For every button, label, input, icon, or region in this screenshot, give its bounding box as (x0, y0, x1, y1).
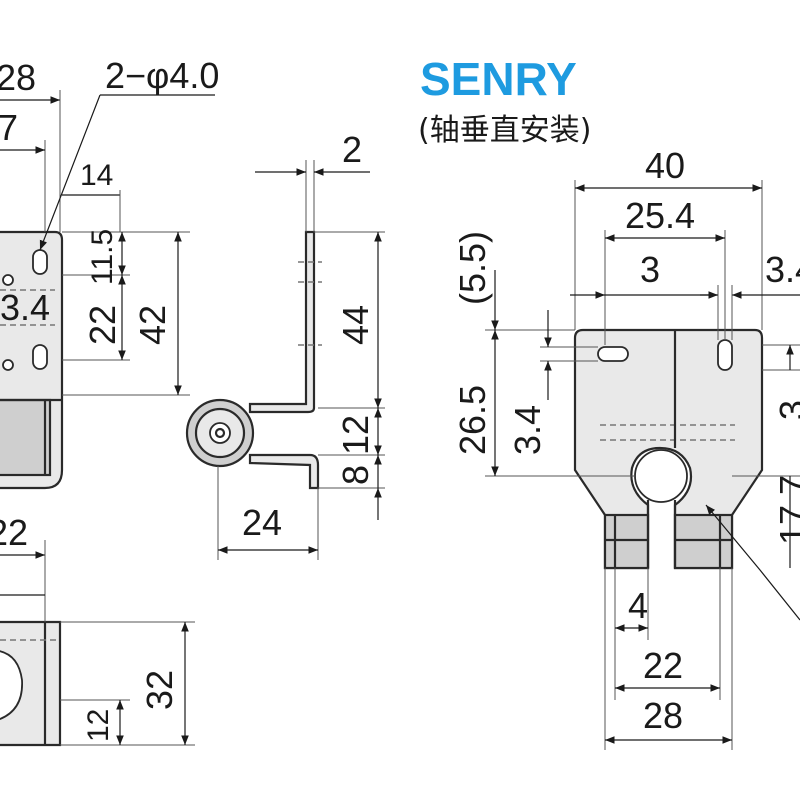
senry-title: SENRY (420, 53, 577, 105)
left-dim-22: 22 (82, 305, 123, 345)
senry-dim-40: 40 (645, 145, 685, 186)
left-hole-note: 2−φ4.0 (105, 55, 219, 96)
left-dim-32: 32 (139, 670, 180, 710)
left-dim-7: 7 (0, 107, 18, 148)
senry-dim-3-4: 3.4 (507, 405, 548, 455)
left-dim-11-5: 11.5 (86, 229, 119, 285)
left-dim-12: 12 (82, 709, 115, 742)
side-dim-2: 2 (342, 129, 362, 170)
senry-view: SENRY (轴垂直安装) (418, 53, 800, 750)
left-dim-14: 14 (80, 159, 113, 192)
senry-subtitle: (轴垂直安装) (418, 113, 591, 148)
senry-dim-3-top: 3 (640, 249, 660, 290)
left-slot-bottom (32, 344, 48, 370)
senry-slot-right (717, 339, 733, 371)
senry-dim-26-5: 26.5 (452, 385, 493, 455)
left-front-view: 28 7 2−φ4.0 14 11.5 3.4 22 42 22 32 12 (0, 55, 219, 747)
side-dim-12: 12 (335, 415, 376, 455)
senry-dim-5-5: (5.5) (452, 231, 493, 305)
left-dim-3-4: 3.4 (0, 287, 50, 328)
side-view: 2 44 12 8 24 (185, 129, 385, 560)
left-dim-28: 28 (0, 57, 36, 98)
left-slot-top (32, 249, 48, 275)
side-dim-8: 8 (335, 465, 376, 485)
left-dim-22-bottom: 22 (0, 512, 28, 553)
side-plate (248, 230, 316, 414)
side-dim-24: 24 (242, 502, 282, 543)
senry-slot-left (597, 346, 629, 362)
senry-bore (634, 449, 688, 503)
side-dim-44: 44 (335, 305, 376, 345)
senry-dim-28: 28 (643, 695, 683, 736)
senry-dim-22: 22 (643, 645, 683, 686)
senry-plate (573, 328, 764, 570)
left-dim-42: 42 (132, 305, 173, 345)
senry-dim-25-4: 25.4 (625, 195, 695, 236)
senry-dim-4: 4 (628, 585, 648, 626)
senry-dim-3-right: 3 (772, 400, 800, 420)
left-bracket-lower-block (0, 398, 52, 477)
senry-dim-17-7: 17.7 (772, 475, 800, 545)
senry-dim-3-4-top: 3.4 (765, 249, 800, 290)
